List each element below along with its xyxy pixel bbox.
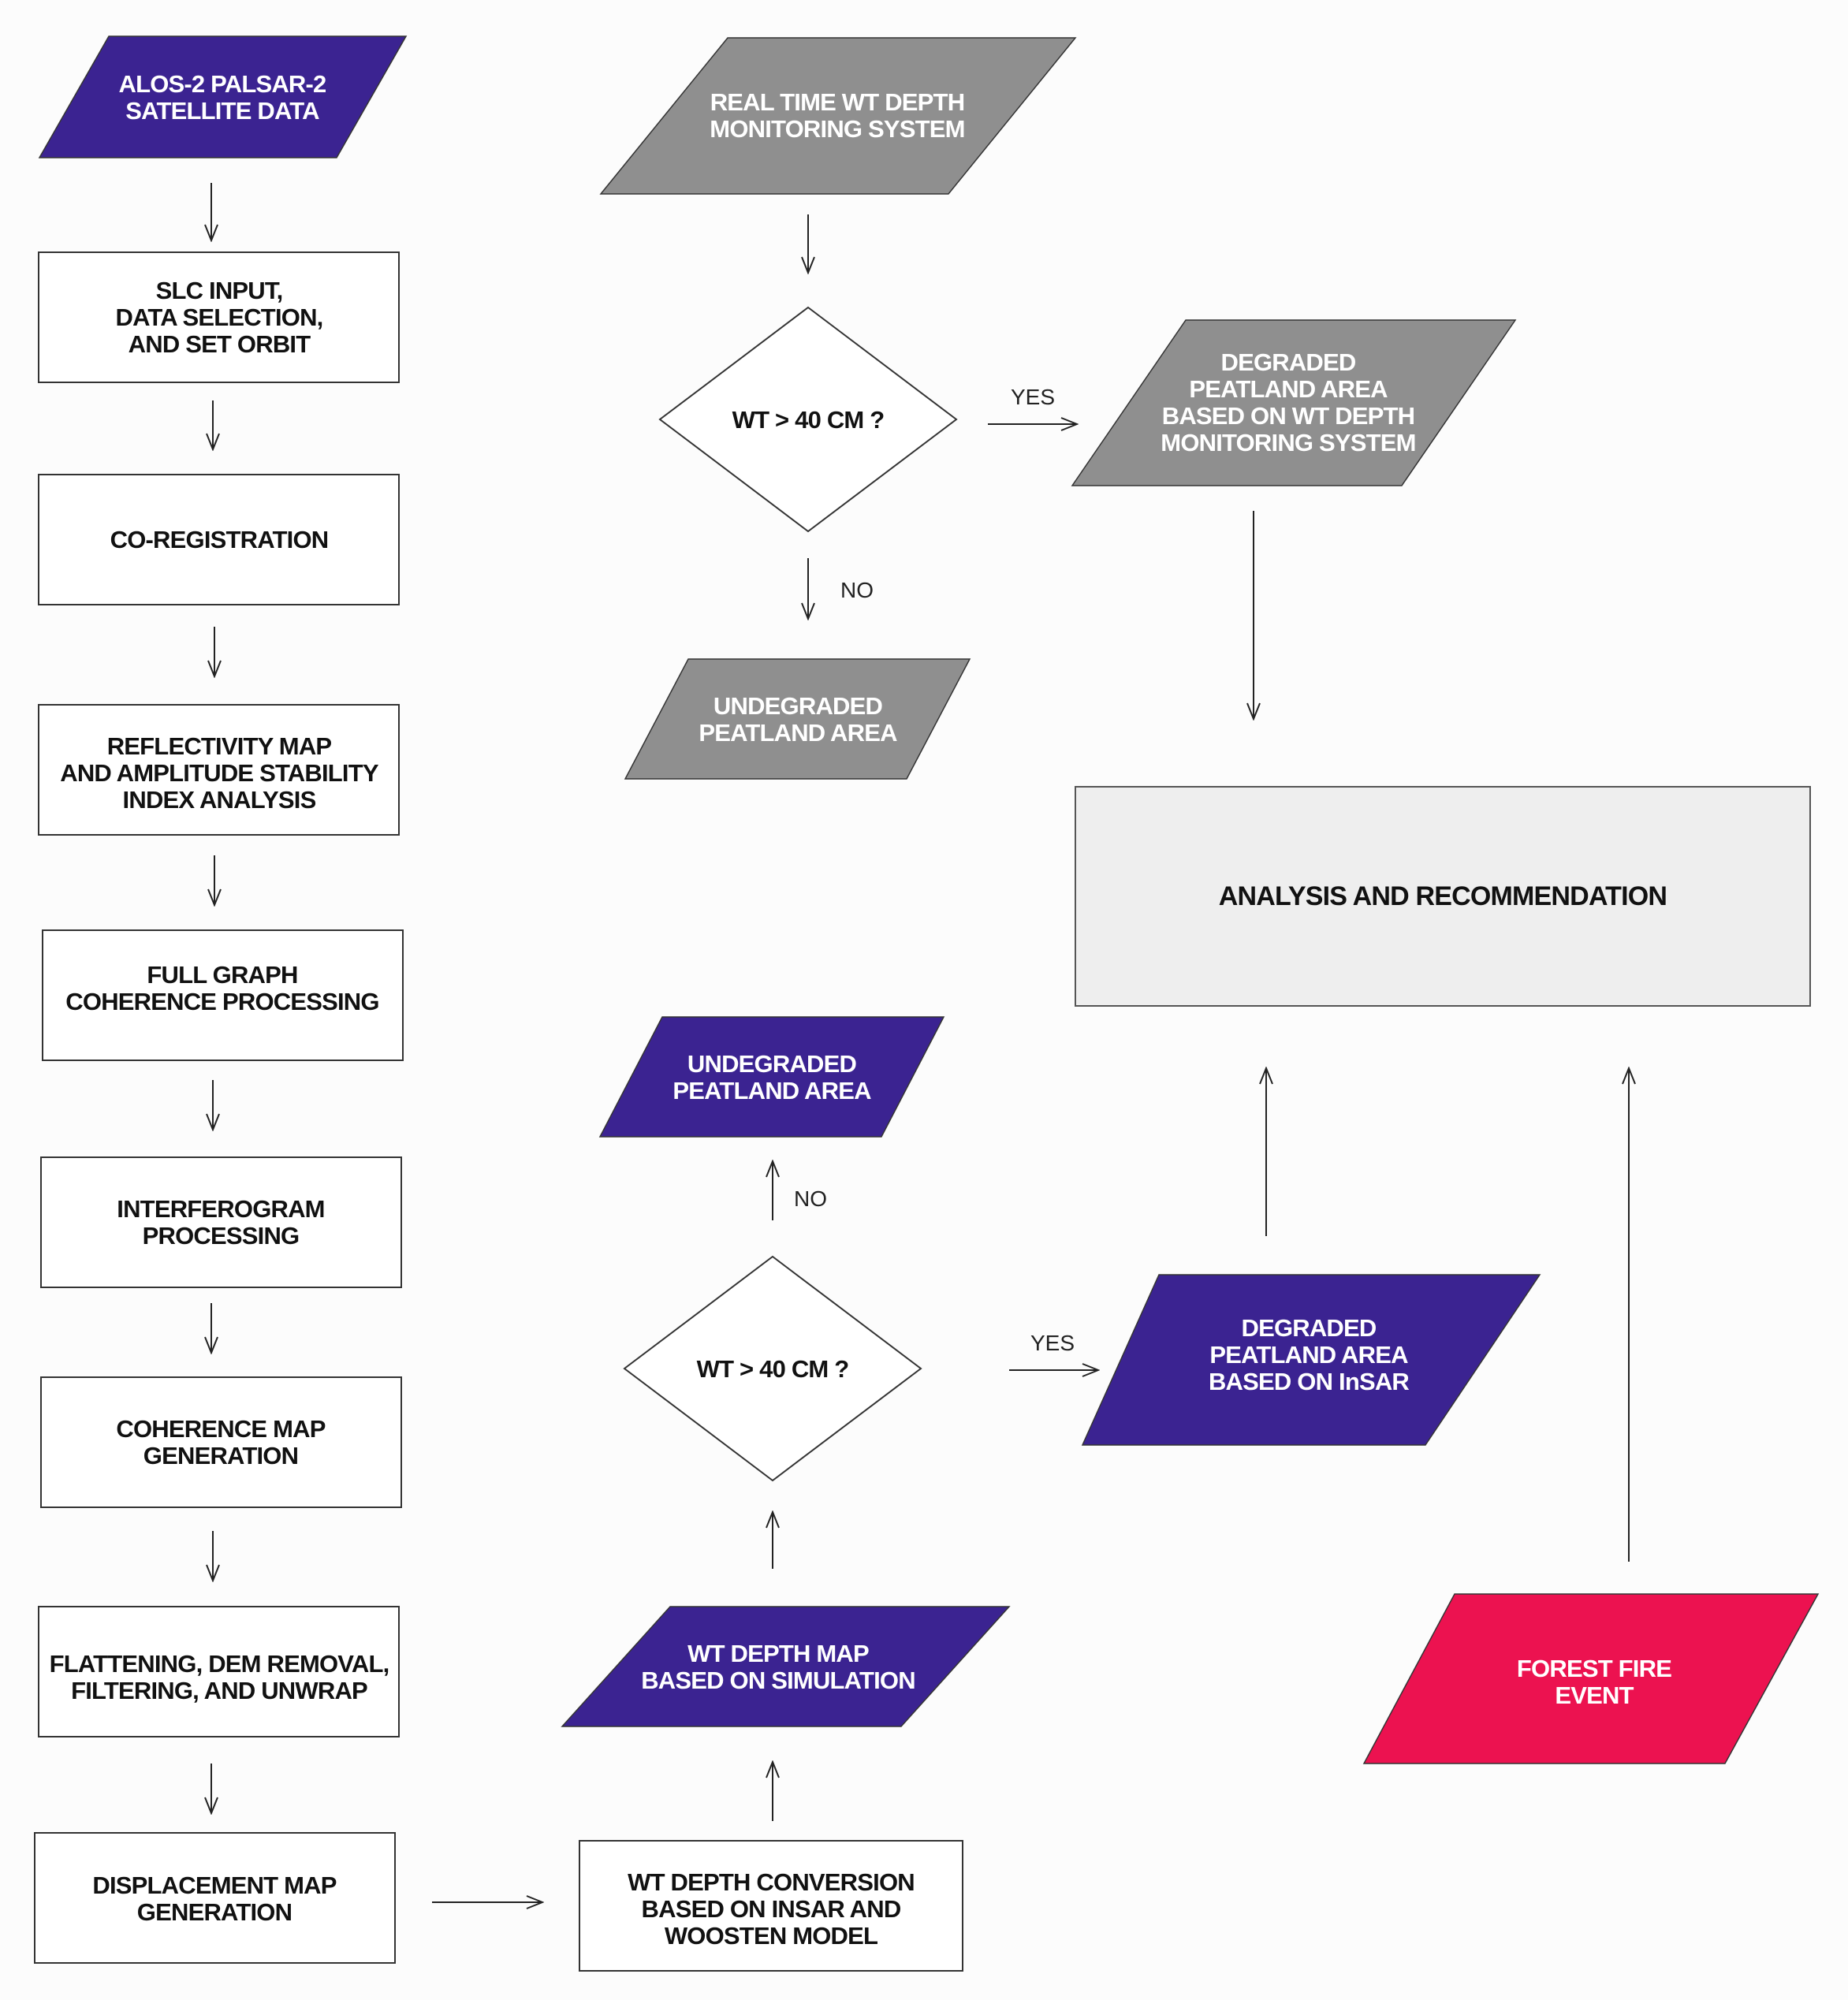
node-label-line: WT DEPTH MAP bbox=[687, 1640, 869, 1667]
node-label: WT > 40 CM ? bbox=[697, 1355, 849, 1383]
node-label-line: PROCESSING bbox=[143, 1222, 300, 1250]
node-label-line: UNDEGRADED bbox=[713, 692, 883, 720]
node-label-line: INTERFEROGRAM bbox=[117, 1195, 324, 1223]
node-flattening: FLATTENING, DEM REMOVAL,FILTERING, AND U… bbox=[38, 1606, 400, 1737]
decision-wt-threshold-bottom: WT > 40 CM ? bbox=[623, 1255, 922, 1482]
node-analysis-recommendation: ANALYSIS AND RECOMMENDATION bbox=[1075, 786, 1811, 1007]
node-label-line: GENERATION bbox=[143, 1442, 298, 1469]
node-label: WT > 40 CM ? bbox=[732, 406, 885, 434]
node-label-line: PEATLAND AREA bbox=[1189, 375, 1388, 403]
edge-label-no-top: NO bbox=[840, 578, 874, 602]
node-label-line: FILTERING, AND UNWRAP bbox=[71, 1677, 367, 1704]
decision-wt-threshold-top: WT > 40 CM ? bbox=[658, 306, 958, 533]
node-label-line: BASED ON WT DEPTH bbox=[1162, 402, 1415, 430]
node-co-registration: CO-REGISTRATION bbox=[38, 474, 400, 605]
node-label-line: COHERENCE PROCESSING bbox=[65, 988, 378, 1015]
node-label-line: BASED ON InSAR bbox=[1209, 1368, 1409, 1395]
node-label-line: INDEX ANALYSIS bbox=[123, 786, 316, 814]
node-label-line: COHERENCE MAP bbox=[116, 1415, 325, 1443]
node-label: CO-REGISTRATION bbox=[110, 526, 329, 553]
node-label-line: EVENT bbox=[1555, 1682, 1634, 1709]
node-label: SLC INPUT,DATA SELECTION,AND SET ORBIT bbox=[116, 277, 323, 358]
node-slc-input: SLC INPUT,DATA SELECTION,AND SET ORBIT bbox=[38, 251, 400, 383]
node-label-line: PEATLAND AREA bbox=[673, 1077, 871, 1104]
node-label-line: REAL TIME WT DEPTH bbox=[710, 88, 965, 116]
edge-label-yes-bottom: YES bbox=[1030, 1331, 1075, 1355]
node-label-line: SATELLITE DATA bbox=[125, 97, 319, 125]
edge-label-no-bottom: NO bbox=[794, 1186, 827, 1211]
node-label-line: WOOSTEN MODEL bbox=[665, 1922, 877, 1950]
node-label-line: DEGRADED bbox=[1241, 1314, 1376, 1342]
node-label-line: AND SET ORBIT bbox=[129, 330, 311, 358]
node-label-line: ALOS-2 PALSAR-2 bbox=[118, 70, 326, 98]
node-label: ANALYSIS AND RECOMMENDATION bbox=[1219, 881, 1667, 911]
node-label-line: UNDEGRADED bbox=[687, 1050, 857, 1078]
node-label-line: REFLECTIVITY MAP bbox=[107, 732, 332, 760]
node-label-line: SLC INPUT, bbox=[156, 277, 283, 304]
node-label: FLATTENING, DEM REMOVAL,FILTERING, AND U… bbox=[50, 1650, 389, 1704]
node-label-line: GENERATION bbox=[137, 1898, 292, 1926]
node-label-line: AND AMPLITUDE STABILITY bbox=[60, 759, 379, 787]
node-label-line: WT > 40 CM ? bbox=[732, 406, 885, 434]
node-label-line: PEATLAND AREA bbox=[699, 719, 897, 747]
node-label-line: DATA SELECTION, bbox=[116, 304, 323, 331]
node-label-line: BASED ON SIMULATION bbox=[641, 1667, 915, 1694]
node-label-line: FULL GRAPH bbox=[147, 961, 297, 989]
node-label-line: DEGRADED bbox=[1220, 348, 1355, 376]
node-label-line: MONITORING SYSTEM bbox=[1161, 429, 1415, 456]
node-label-line: MONITORING SYSTEM bbox=[710, 115, 964, 143]
node-label-line: BASED ON INSAR AND bbox=[642, 1895, 901, 1923]
node-label-line: WT > 40 CM ? bbox=[697, 1355, 849, 1383]
node-label-line: DISPLACEMENT MAP bbox=[92, 1872, 336, 1899]
node-label-line: WT DEPTH CONVERSION bbox=[628, 1868, 915, 1896]
node-label-line: PEATLAND AREA bbox=[1209, 1341, 1408, 1369]
node-label-line: CO-REGISTRATION bbox=[110, 526, 329, 553]
node-label-line: FLATTENING, DEM REMOVAL, bbox=[50, 1650, 389, 1678]
node-label-line: ANALYSIS AND RECOMMENDATION bbox=[1219, 881, 1667, 911]
edge-label-yes-top: YES bbox=[1011, 385, 1055, 409]
node-label-line: FOREST FIRE bbox=[1517, 1655, 1671, 1682]
